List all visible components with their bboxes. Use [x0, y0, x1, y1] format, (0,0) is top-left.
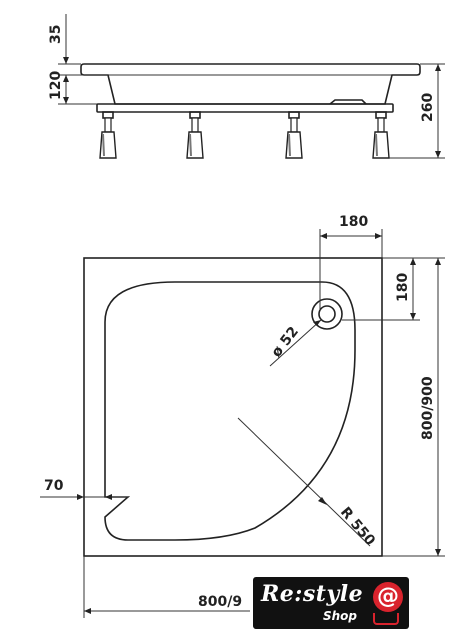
dim-base-height: 120	[48, 71, 64, 100]
bracket	[288, 111, 300, 119]
side-elevation-view: 35 120 260	[48, 14, 445, 159]
dim-line-120	[63, 90, 69, 104]
leg	[186, 117, 204, 159]
tray-side-profile	[80, 63, 421, 105]
cart-icon	[373, 613, 399, 625]
dim-radius: R 550	[337, 504, 378, 549]
dim-line-70	[40, 494, 128, 500]
dim-bottom-length: 800/9	[198, 594, 242, 610]
radius-leader	[237, 417, 371, 547]
plan-view: 180 180 800/900 ø 52 R 550	[40, 214, 445, 618]
dim-line-180-vertical	[410, 258, 416, 320]
dim-waste-offset-x: 180	[339, 214, 368, 230]
tray-basin-outline	[104, 281, 356, 541]
drain-profile	[329, 99, 367, 105]
waste-inner-circle	[318, 305, 336, 323]
dim-line-800-900-horizontal	[84, 608, 250, 614]
dim-line-180-horizontal	[320, 233, 382, 239]
dim-waste-offset-y: 180	[395, 273, 411, 302]
logo-sub-text: Shop	[323, 609, 358, 623]
dim-top-height: 35	[48, 25, 64, 44]
dim-side-length: 800/900	[420, 376, 436, 440]
leg	[285, 117, 303, 159]
bracket	[189, 111, 201, 119]
dim-line-800-900-vertical	[435, 258, 441, 556]
diameter-leader	[269, 319, 322, 367]
support-frame-bar	[96, 103, 394, 113]
leg	[99, 117, 117, 159]
logo-main-text: Re:style	[261, 581, 364, 607]
restyle-shop-logo: Re:style Shop @	[253, 577, 409, 629]
bracket	[102, 111, 114, 119]
logo-at-icon: @	[373, 582, 403, 612]
dim-side-margin: 70	[44, 478, 64, 494]
radius-arrow	[318, 497, 327, 505]
dim-line-260	[435, 64, 441, 158]
leg	[372, 117, 390, 159]
diameter-arrow	[313, 320, 321, 326]
bracket	[375, 111, 387, 119]
dim-total-height: 260	[420, 93, 436, 122]
dim-line-35	[63, 14, 69, 90]
tray-outer-outline	[83, 257, 383, 557]
